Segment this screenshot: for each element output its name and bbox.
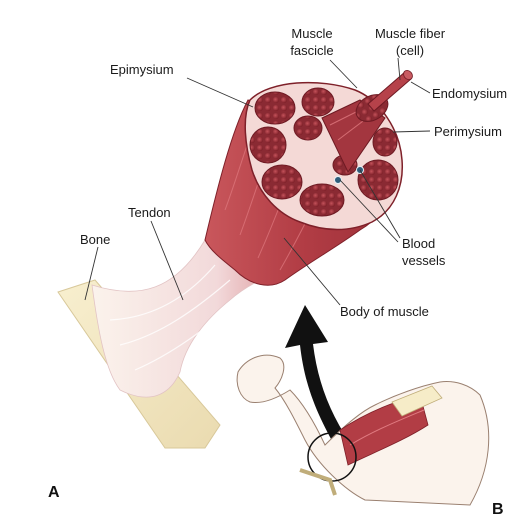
label-bone: Bone	[80, 232, 110, 247]
muscle-fiber-rod	[367, 69, 413, 112]
leader-muscle-fiber	[397, 57, 401, 81]
leader-endomysium	[410, 81, 431, 94]
leader-perimysium	[392, 130, 431, 133]
arm-illustration	[236, 354, 490, 506]
label-endomysium: Endomysium	[432, 86, 507, 101]
leader-tendon	[150, 220, 184, 301]
label-muscle-fascicle-line2: fascicle	[290, 43, 333, 58]
leader-blood-vessel-1	[339, 179, 399, 243]
leader-muscle-fascicle	[329, 59, 358, 89]
cross-section	[244, 69, 413, 231]
label-epimysium: Epimysium	[110, 62, 174, 77]
panel-label-a: A	[48, 484, 60, 501]
panel-label-b: B	[492, 501, 504, 518]
leader-lines	[84, 57, 431, 306]
label-perimysium: Perimysium	[434, 124, 502, 139]
label-muscle-fiber-line2: (cell)	[396, 43, 424, 58]
label-muscle-fascicle-line1: Muscle	[291, 26, 332, 41]
leader-epimysium	[186, 77, 254, 108]
label-muscle-fiber-line1: Muscle fiber	[375, 26, 446, 41]
leader-body-of-muscle	[283, 237, 341, 306]
labels: Muscle fascicle Muscle fiber (cell) Epim…	[48, 26, 507, 518]
label-blood-vessels-line2: vessels	[402, 253, 446, 268]
label-body-of-muscle: Body of muscle	[340, 304, 429, 319]
leader-blood-vessel-2	[359, 169, 401, 239]
leader-bone	[84, 246, 99, 301]
label-blood-vessels-line1: Blood	[402, 236, 435, 251]
zoom-arrow	[285, 305, 355, 455]
label-tendon: Tendon	[128, 205, 171, 220]
